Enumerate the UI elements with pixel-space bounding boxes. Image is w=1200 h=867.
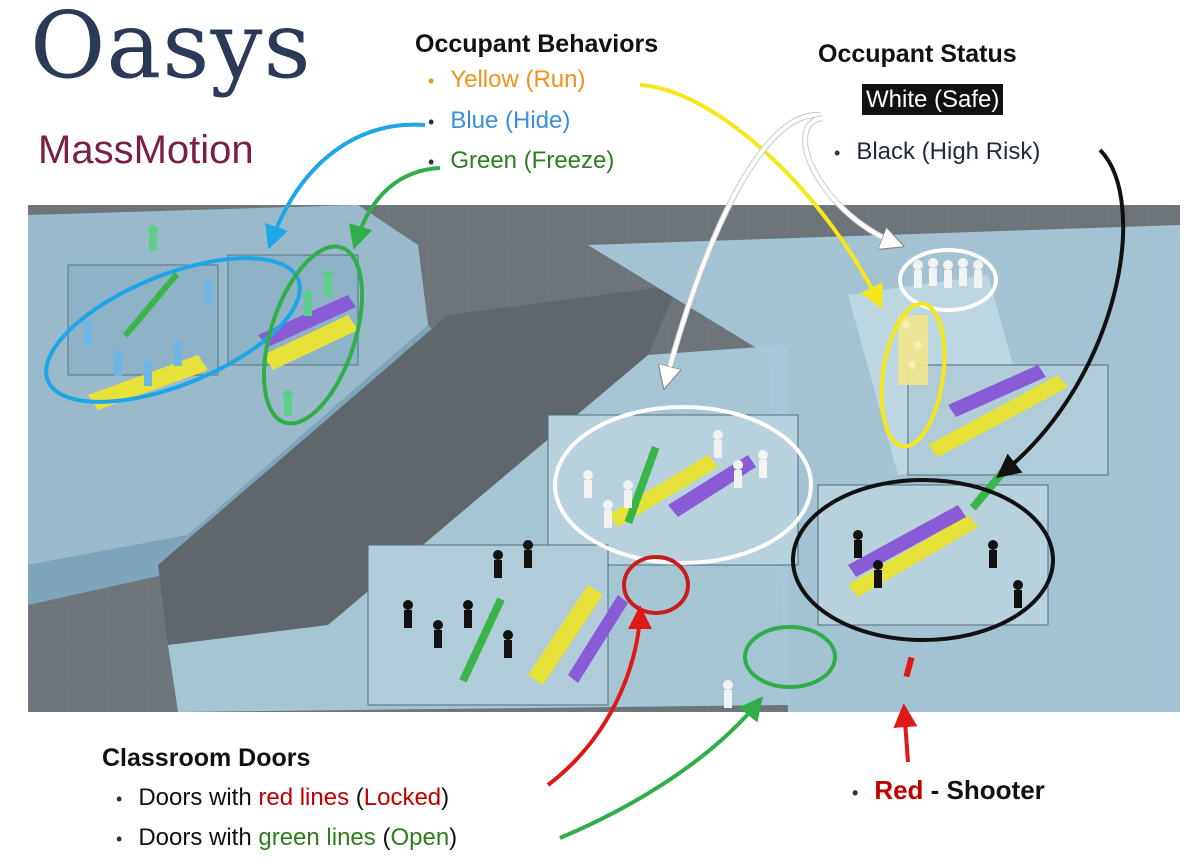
doors-open-colored: green lines [258,824,376,851]
behavior-run-label: Yellow (Run) [450,66,586,93]
shooter-marker [903,656,915,678]
doors-open-mid: ( [375,824,391,851]
doors-locked: • Doors with red lines (Locked) [116,786,449,810]
bullet: • [428,71,435,91]
behavior-hide-label: Blue (Hide) [450,107,571,134]
behavior-hide: • Blue (Hide) [428,109,570,133]
behaviors-title: Occupant Behaviors [415,30,659,58]
doors-open-post: ) [449,824,458,851]
status-safe-label: White (Safe) [862,84,1004,115]
shooter-rest: - Shooter [923,775,1045,805]
shooter-red: Red [874,775,924,805]
scene-drawing [28,205,1180,712]
doors-open-state: Open [390,824,450,851]
doors-open: • Doors with green lines (Open) [116,826,457,850]
status-high-risk-label: Black (High Risk) [856,138,1041,165]
bullet: • [428,152,435,172]
doors-locked-mid: ( [349,784,364,811]
bullet: • [116,829,123,849]
behavior-run: • Yellow (Run) [428,68,586,92]
bullet: • [116,789,123,809]
bullet: • [852,783,859,803]
behavior-freeze-label: Green (Freeze) [450,147,615,174]
doors-locked-state: Locked [363,784,442,811]
doors-locked-post: ) [441,784,450,811]
behavior-freeze: • Green (Freeze) [428,149,614,173]
shooter-legend: • Red - Shooter [852,777,1045,803]
doors-open-pre: Doors with [138,824,259,851]
doors-locked-pre: Doors with [138,784,259,811]
status-safe: White (Safe) [862,84,1004,115]
oasys-logo: Oasys [30,0,312,99]
doors-locked-colored: red lines [258,784,350,811]
doors-title: Classroom Doors [102,744,311,772]
massmotion-logo: MassMotion [38,128,254,172]
status-high-risk: • Black (High Risk) [834,140,1040,164]
floorplan-scene [28,205,1180,712]
status-title: Occupant Status [818,40,1017,68]
bullet: • [834,143,841,163]
bullet: • [428,112,435,132]
